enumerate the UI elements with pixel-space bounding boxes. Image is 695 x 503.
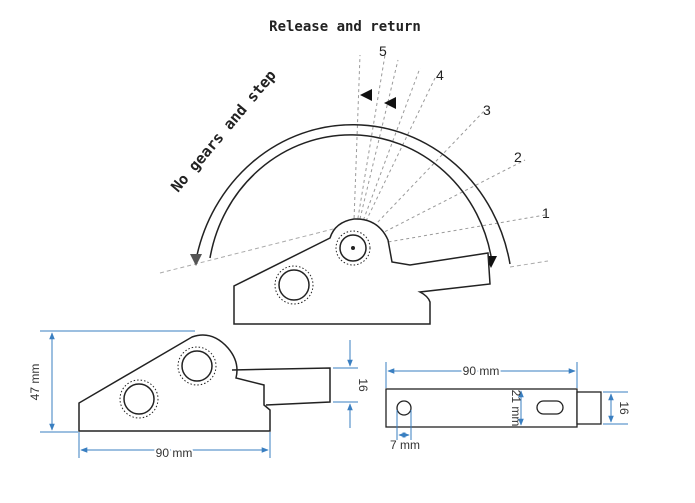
top-lever-width-label: 16 [617, 401, 631, 415]
side-view-body [78, 334, 271, 432]
top-view: 90 mm 21 mm 7 mm 16 [385, 362, 631, 452]
hole-offset-label: 7 mm [390, 438, 420, 452]
ground-dashed-line [159, 225, 346, 274]
inner-arc-top-arrowhead [384, 97, 396, 109]
position-label-3: 3 [483, 102, 491, 118]
position-label-4: 4 [436, 67, 444, 83]
title-text: Release and return [269, 19, 421, 35]
side-hole-lower-outer [119, 379, 159, 419]
outer-arc-top-arrowhead [360, 89, 372, 101]
side-hole-upper-outer [177, 346, 217, 386]
position-label-5: 5 [379, 43, 387, 59]
side-hole-upper [181, 350, 213, 382]
side-view: 47 mm 90 mm 16 [28, 330, 370, 462]
side-height-label: 47 mm [28, 364, 42, 401]
top-view-slot [536, 400, 564, 415]
arc-label-text: No gears and step [167, 66, 279, 195]
mechanism-body [233, 218, 491, 325]
inner-arc [209, 134, 493, 263]
top-view-hole [396, 400, 412, 416]
top-width-label: 90 mm [463, 364, 500, 378]
outer-arc [195, 123, 511, 265]
body-hole-outer [274, 265, 314, 305]
side-lever-width-label: 16 [356, 378, 370, 392]
side-hole-lower [123, 383, 155, 415]
body-hole [278, 269, 310, 301]
outer-arc-arrowhead [190, 254, 202, 266]
top-height-label: 21 mm [509, 390, 523, 427]
position-label-2: 2 [514, 149, 522, 165]
rotation-illustration: 1 2 3 4 5 No gears and step [159, 43, 550, 325]
pivot-outer [335, 230, 371, 266]
ground-dashed-line-right [509, 260, 549, 268]
position-label-1: 1 [542, 205, 550, 221]
pivot-center [351, 246, 355, 250]
side-width-label: 90 mm [156, 446, 193, 460]
top-view-lever [576, 391, 602, 425]
side-view-lever [231, 367, 331, 406]
